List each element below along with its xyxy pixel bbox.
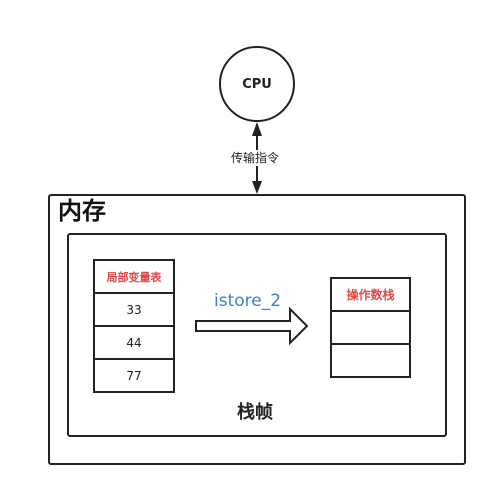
memory-label: 内存 [58,197,106,225]
local-variable-table-header: 局部变量表 [95,261,173,294]
stack-frame-label: 栈帧 [237,402,273,423]
transfer-arrow [195,306,309,346]
arrowhead-down [252,181,262,194]
cpu-node: CPU [219,46,295,122]
operand-stack-header: 操作数栈 [332,279,409,312]
transmit-instruction-label: 传输指令 [230,150,281,166]
local-variable-cell: 44 [95,327,173,360]
arrowhead-up [252,122,262,136]
local-variable-table: 局部变量表 33 44 77 [93,259,175,393]
operand-stack-slot [332,312,409,345]
operand-stack: 操作数栈 [330,277,411,378]
operand-stack-slot [332,345,409,376]
instruction-label: istore_2 [214,291,282,311]
cpu-label: CPU [242,76,272,92]
local-variable-cell: 77 [126,368,142,383]
local-variable-cell: 33 [95,294,173,327]
